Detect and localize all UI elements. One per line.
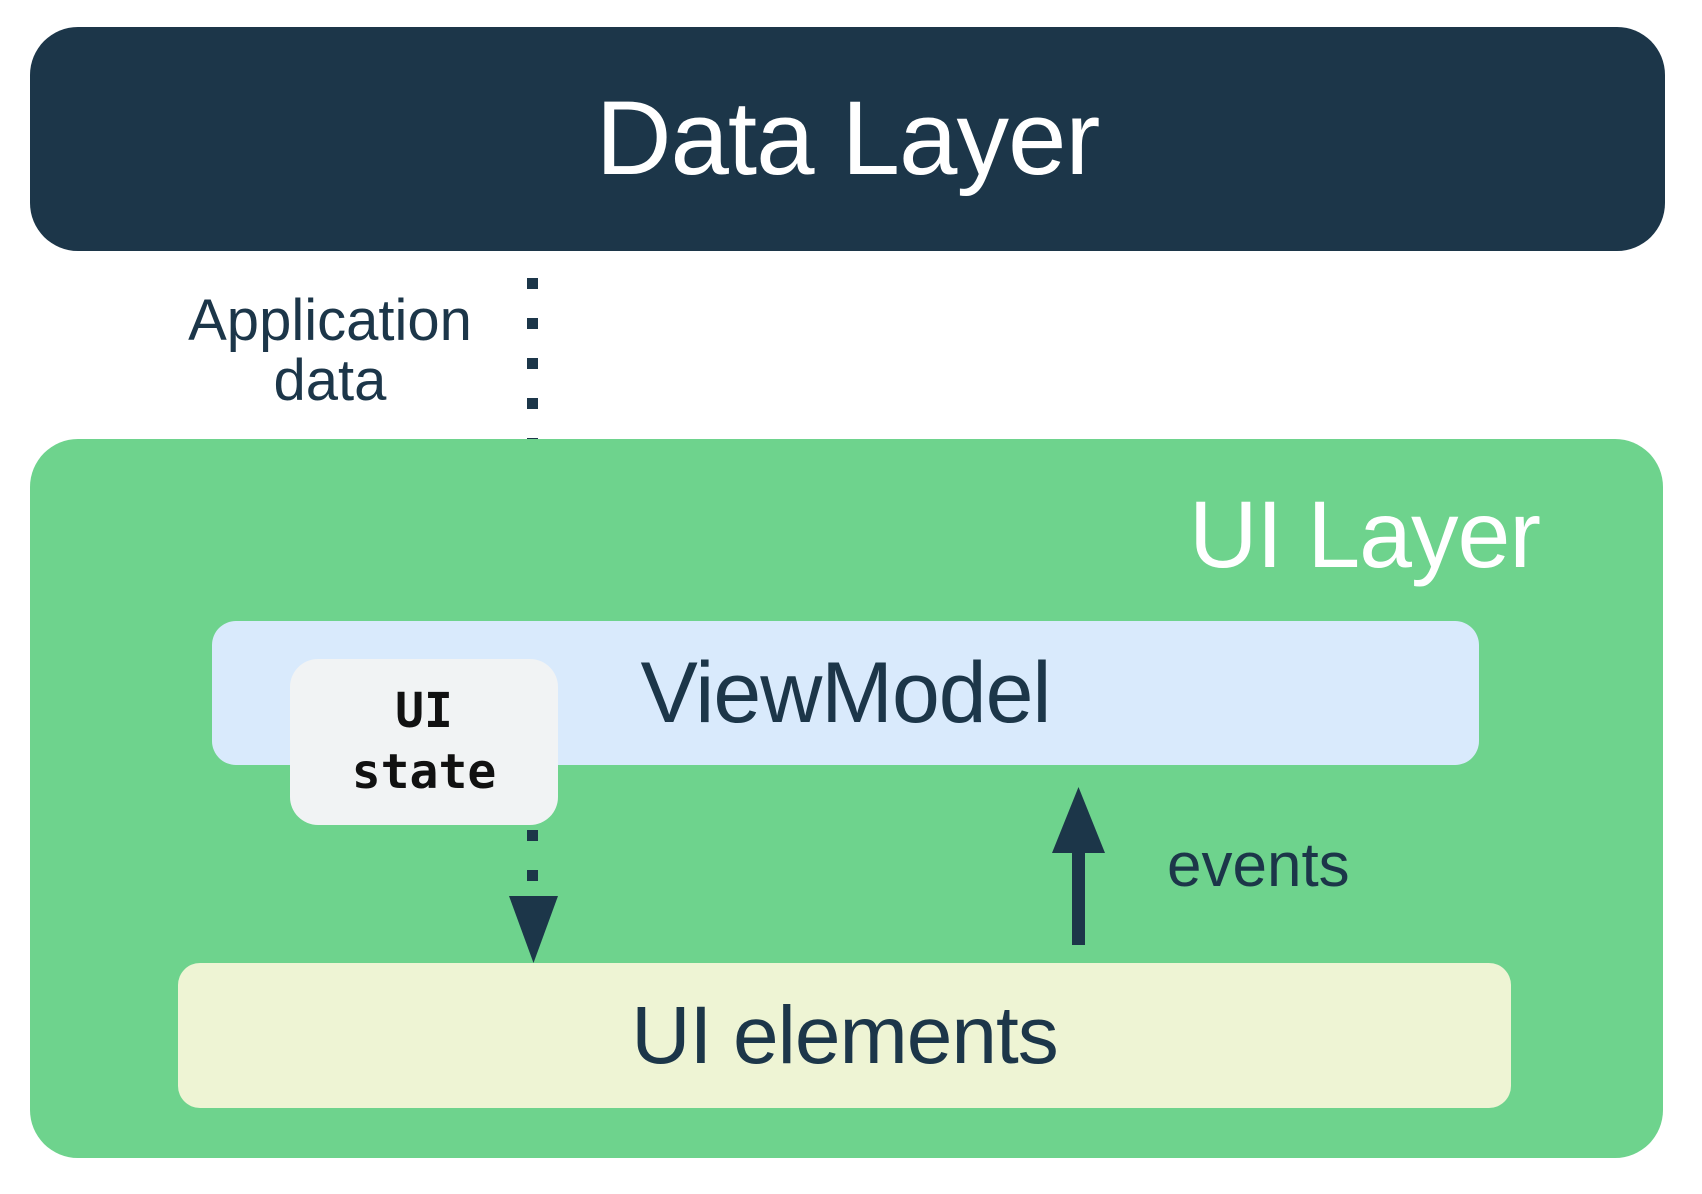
data-layer-title: Data Layer <box>595 80 1101 197</box>
ui-state-dotted-line <box>527 830 538 882</box>
ui-elements-label: UI elements <box>631 989 1059 1081</box>
viewmodel-label: ViewModel <box>640 644 1051 741</box>
events-label: events <box>1167 831 1350 900</box>
application-data-label: Application data <box>188 288 472 413</box>
ui-state-label: UI state <box>351 683 497 800</box>
events-arrow-shaft <box>1072 853 1085 945</box>
ui-layer-title: UI Layer <box>1188 482 1541 588</box>
application-data-dotted-line <box>527 278 538 548</box>
data-layer-box: Data Layer <box>30 27 1665 251</box>
ui-elements-box: UI elements <box>178 963 1511 1108</box>
ui-state-box: UI state <box>290 659 558 825</box>
